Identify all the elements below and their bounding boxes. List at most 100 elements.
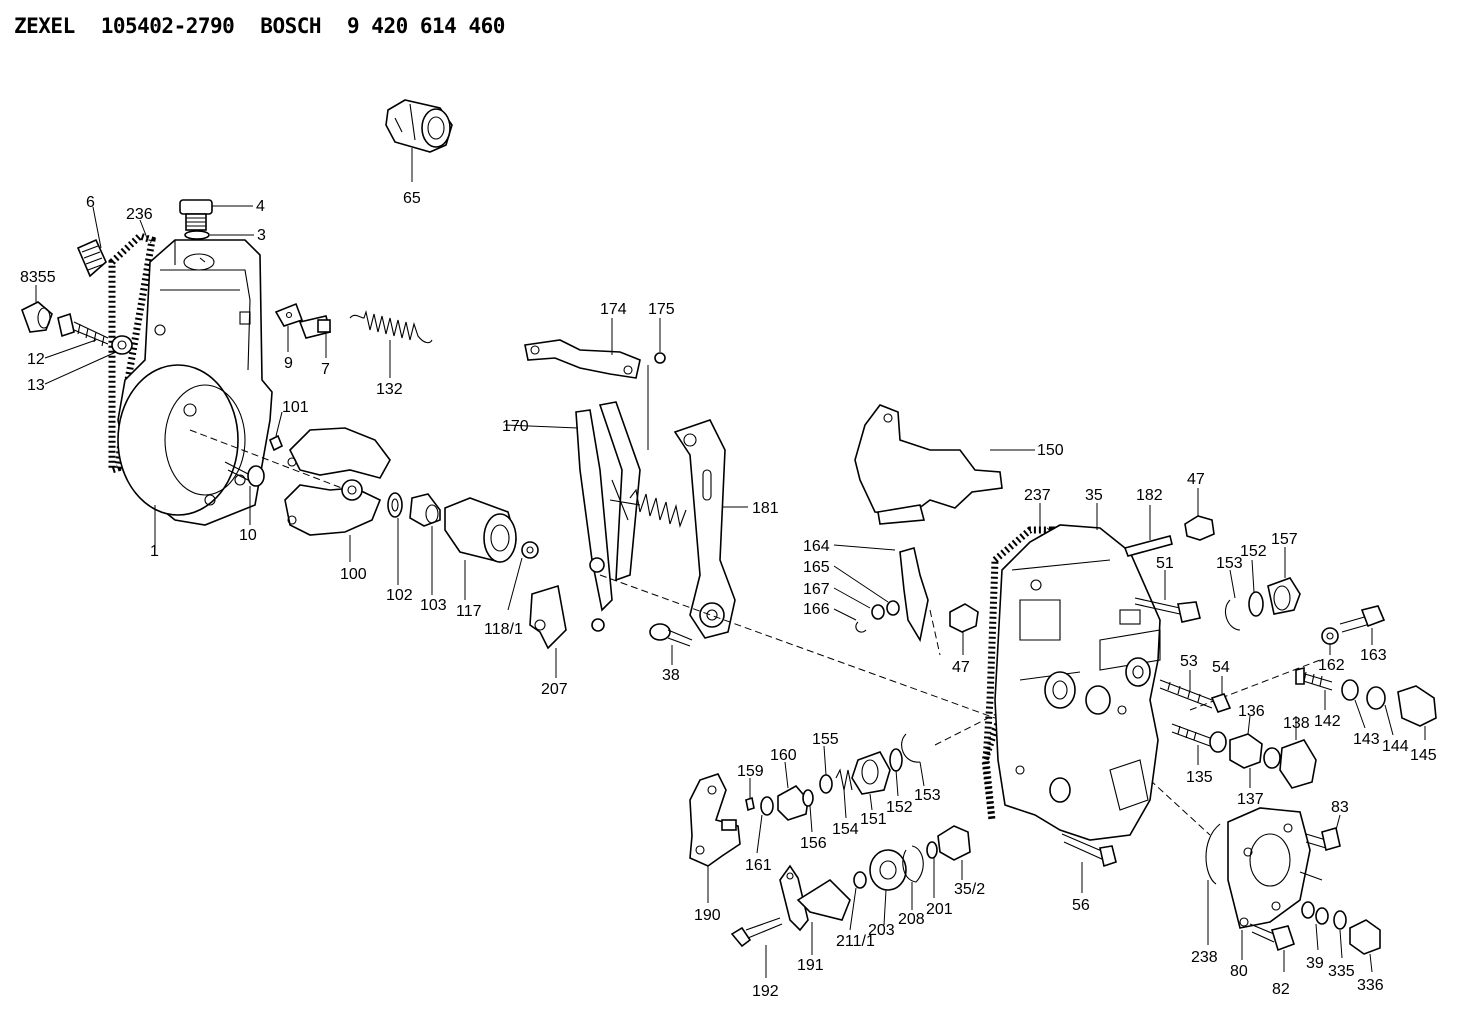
label-138: 138 xyxy=(1283,715,1310,732)
label-151: 151 xyxy=(860,811,887,828)
label-174: 174 xyxy=(600,301,627,318)
part-54-nut xyxy=(1210,676,1232,713)
part-80-cover xyxy=(1227,807,1311,960)
brand-zexel: ZEXEL xyxy=(14,14,75,38)
label-164: 164 xyxy=(803,538,830,555)
part-161-washer xyxy=(756,796,774,854)
label-65: 65 xyxy=(403,190,421,207)
part-192-screw xyxy=(730,917,783,978)
label-150: 150 xyxy=(1037,442,1064,459)
label-6: 6 xyxy=(86,194,95,211)
label-161: 161 xyxy=(745,857,772,874)
label-39: 39 xyxy=(1306,955,1324,972)
label-165: 165 xyxy=(803,559,830,576)
part-102-washer xyxy=(387,492,403,585)
label-335: 335 xyxy=(1328,963,1355,980)
label-83: 83 xyxy=(1331,799,1349,816)
label-156: 156 xyxy=(800,835,827,852)
part-51-screw xyxy=(1134,570,1201,623)
label-132: 132 xyxy=(376,381,403,398)
part-3-o-ring xyxy=(184,230,254,240)
part-118-1-washer xyxy=(507,541,539,611)
part-166-clip xyxy=(833,608,867,633)
part-159-key xyxy=(745,778,755,812)
label-236: 236 xyxy=(126,206,153,223)
part-167-washer xyxy=(833,587,885,620)
part-165-washer xyxy=(833,565,900,616)
label-181: 181 xyxy=(752,500,779,517)
part-47-plug-upper xyxy=(1184,488,1215,541)
label-135: 135 xyxy=(1186,769,1213,786)
part-191-lever xyxy=(779,864,851,955)
part-201-o-ring xyxy=(926,841,938,898)
label-192: 192 xyxy=(752,983,779,1000)
part-56-screw xyxy=(1061,833,1117,893)
part-132-spring xyxy=(349,309,433,378)
part-238-o-ring xyxy=(1205,823,1221,945)
part-155-washer xyxy=(819,745,833,794)
part-153-circlip-lower xyxy=(901,733,925,787)
part-207-block xyxy=(529,584,567,678)
part-101-pin xyxy=(268,411,284,452)
part-138-cap xyxy=(1279,716,1317,789)
part-190-lever xyxy=(689,773,741,903)
part-7-screw xyxy=(298,315,331,358)
part-137-nut xyxy=(1229,715,1281,788)
part-150-shaft-lever xyxy=(854,404,1035,525)
part-100-flyweight xyxy=(284,427,391,562)
label-208: 208 xyxy=(898,911,925,928)
axis-line-housing xyxy=(189,429,361,496)
label-154: 154 xyxy=(832,821,859,838)
label-100: 100 xyxy=(340,566,367,583)
label-237: 237 xyxy=(1024,487,1051,504)
label-3: 3 xyxy=(257,227,266,244)
label-166: 166 xyxy=(803,601,830,618)
axis-line-142 xyxy=(1189,659,1321,711)
part-38-screw xyxy=(649,623,693,665)
part-163-screw xyxy=(1339,605,1386,645)
part-162-washer xyxy=(1321,627,1339,655)
part-335-washer xyxy=(1333,910,1347,959)
part-4-plug xyxy=(179,199,253,231)
part-181-link xyxy=(673,419,748,639)
label-153-upper: 153 xyxy=(1216,555,1243,572)
part-103-sleeve xyxy=(409,493,441,595)
part-174-lever xyxy=(524,318,641,379)
part-336-cap-nut xyxy=(1349,919,1381,973)
label-80: 80 xyxy=(1230,963,1248,980)
part-157-bush xyxy=(1267,547,1301,615)
label-118-1: 118/1 xyxy=(484,621,523,638)
label-8355: 8355 xyxy=(20,269,56,286)
bosch-part-number: 9 420 614 460 xyxy=(347,14,505,38)
label-336: 336 xyxy=(1357,977,1384,994)
part-211-1-washer xyxy=(849,871,867,931)
part-6-screw-plug xyxy=(76,206,107,278)
label-35-2: 35/2 xyxy=(954,881,985,898)
part-1-housing xyxy=(117,239,273,550)
part-145-cap-nut xyxy=(1397,685,1437,740)
part-10-screw xyxy=(224,461,265,525)
label-38: 38 xyxy=(662,667,680,684)
part-144-washer xyxy=(1366,686,1394,736)
label-182: 182 xyxy=(1136,487,1163,504)
label-7: 7 xyxy=(321,361,330,378)
label-54: 54 xyxy=(1212,659,1230,676)
label-207: 207 xyxy=(541,681,568,698)
part-83-screw xyxy=(1305,814,1341,852)
label-51: 51 xyxy=(1156,555,1174,572)
label-103: 103 xyxy=(420,597,447,614)
part-12-screw xyxy=(44,312,109,359)
label-153-lower: 153 xyxy=(914,787,941,804)
part-47-plug-lower xyxy=(949,603,979,655)
label-4: 4 xyxy=(256,198,265,215)
part-182-pin xyxy=(1123,505,1173,557)
label-101: 101 xyxy=(282,399,309,416)
label-53: 53 xyxy=(1180,653,1198,670)
label-10: 10 xyxy=(239,527,257,544)
label-157: 157 xyxy=(1271,531,1298,548)
label-152-lower: 152 xyxy=(886,799,913,816)
part-152-o-ring-upper xyxy=(1248,559,1264,617)
axis-line-cover xyxy=(1149,779,1211,836)
label-145: 145 xyxy=(1410,747,1437,764)
